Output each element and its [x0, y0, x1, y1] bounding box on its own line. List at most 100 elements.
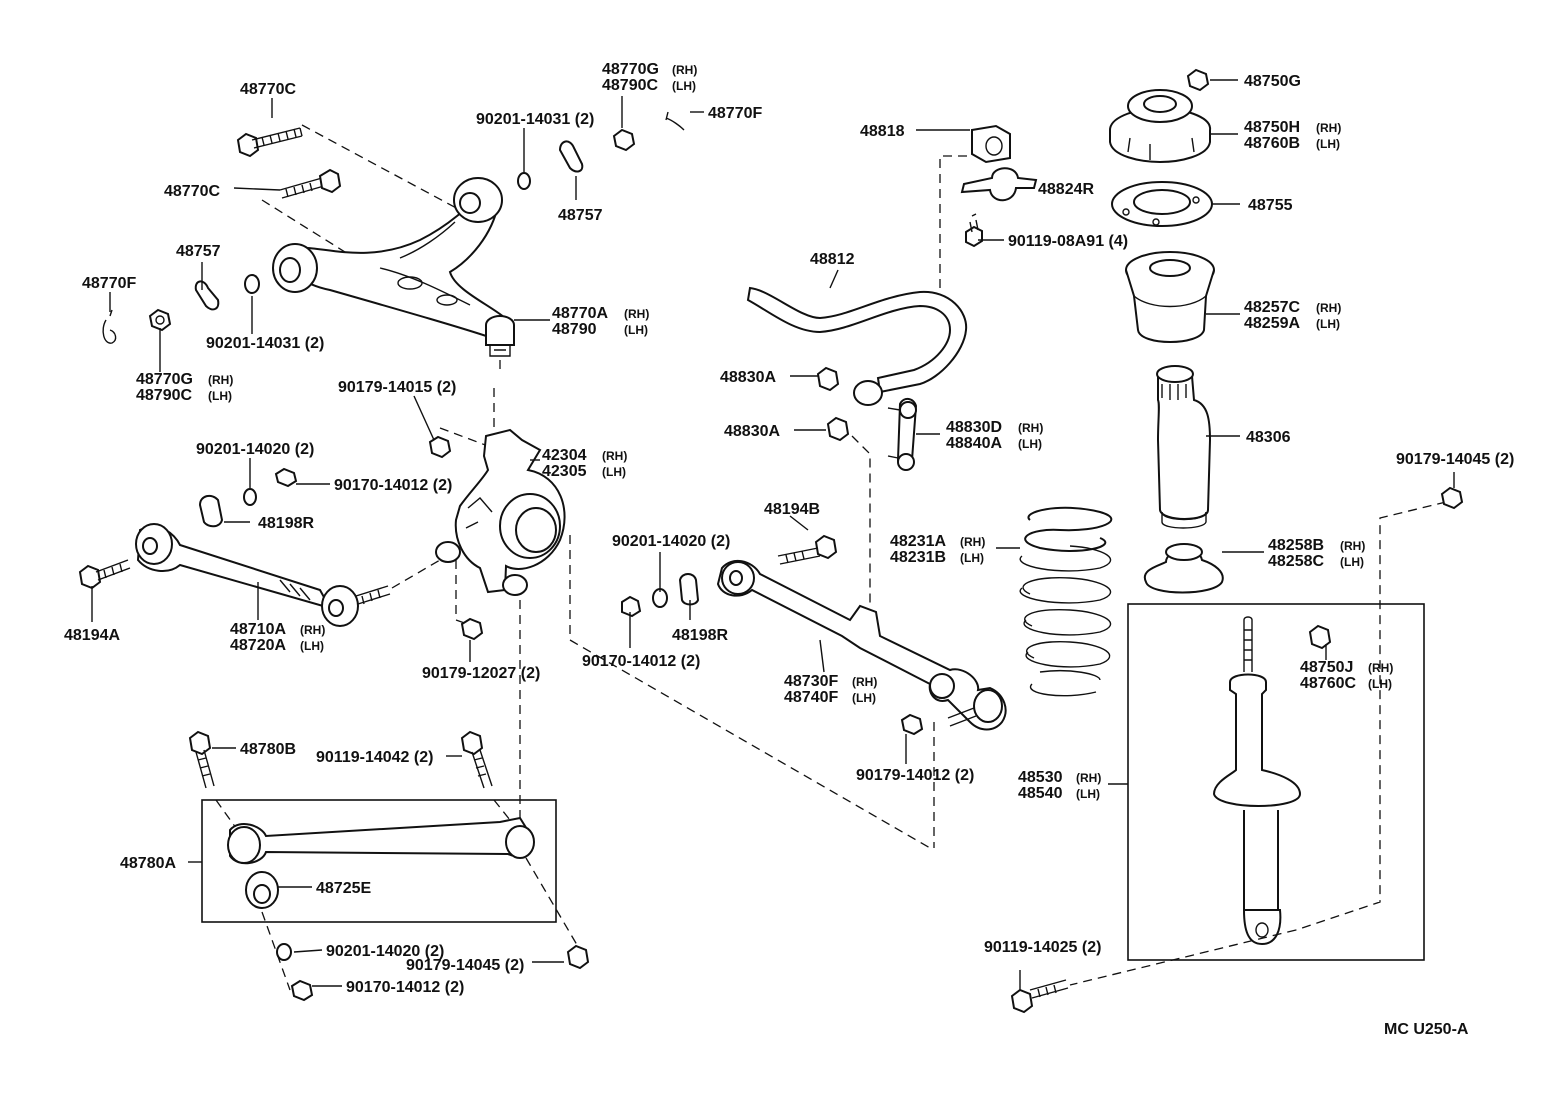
label-48258c-lh: (LH) [1340, 555, 1364, 569]
seat-48258b [1143, 543, 1224, 594]
label-48770g-top[interactable]: 48770G [602, 61, 659, 78]
plate-48755 [1111, 181, 1213, 227]
label-48750h-rh: (RH) [1316, 121, 1341, 135]
label-90119-08a91[interactable]: 90119-08A91 (4) [1008, 233, 1128, 250]
upper-arm-group [102, 111, 685, 372]
label-48790c-left-lh: (LH) [208, 389, 232, 403]
label-48530[interactable]: 48530 [1018, 769, 1063, 786]
label-48770f-left[interactable]: 48770F [82, 275, 136, 292]
label-48790c-left[interactable]: 48790C [136, 387, 192, 404]
nut-90179-14045-right [1440, 486, 1464, 510]
label-48257c[interactable]: 48257C [1244, 299, 1300, 316]
label-48740f[interactable]: 48740F [784, 689, 838, 706]
box-48780a [201, 799, 557, 923]
label-90201-14020-knuckle[interactable]: 90201-14020 (2) [196, 441, 314, 458]
label-48259a[interactable]: 48259A [1244, 315, 1300, 332]
label-48790c-top-lh: (LH) [672, 79, 696, 93]
label-90179-14012-mid[interactable]: 90179-14012 (2) [856, 767, 974, 784]
label-48231a-rh: (RH) [960, 535, 985, 549]
label-48231a[interactable]: 48231A [890, 533, 946, 550]
washer-90201-lower [276, 943, 292, 961]
label-48780a[interactable]: 48780A [120, 855, 176, 872]
label-48710a-rh: (RH) [300, 623, 325, 637]
label-42305[interactable]: 42305 [542, 463, 587, 480]
label-48790[interactable]: 48790 [552, 321, 597, 338]
label-90170-14012-lower[interactable]: 90170-14012 (2) [346, 979, 464, 996]
label-48760c[interactable]: 48760C [1300, 675, 1356, 692]
label-48760b[interactable]: 48760B [1244, 135, 1300, 152]
label-48757-top[interactable]: 48757 [558, 207, 603, 224]
label-48730f[interactable]: 48730F [784, 673, 838, 690]
label-48830a-lower[interactable]: 48830A [724, 423, 780, 440]
label-48257c-rh: (RH) [1316, 301, 1341, 315]
label-90201-14031-top[interactable]: 90201-14031 (2) [476, 111, 594, 128]
label-48198r-mid[interactable]: 48198R [672, 627, 728, 644]
label-48757-left[interactable]: 48757 [176, 243, 221, 260]
plate-48757-top [558, 140, 584, 173]
label-48710a[interactable]: 48710A [230, 621, 286, 638]
label-48812[interactable]: 48812 [810, 251, 855, 268]
label-48790c-top[interactable]: 48790C [602, 77, 658, 94]
label-90170-14012-knuckle[interactable]: 90170-14012 (2) [334, 477, 452, 494]
label-90119-14025[interactable]: 90119-14025 (2) [984, 939, 1101, 956]
label-48540[interactable]: 48540 [1018, 785, 1063, 802]
label-48770f-top[interactable]: 48770F [708, 105, 762, 122]
label-48770c-mid[interactable]: 48770C [164, 183, 220, 200]
label-90179-14045-right[interactable]: 90179-14045 (2) [1396, 451, 1514, 468]
label-90179-14045-lower[interactable]: 90179-14045 (2) [406, 957, 524, 974]
label-48231b-lh: (LH) [960, 551, 984, 565]
label-48818[interactable]: 48818 [860, 123, 905, 140]
bolt-90119-08a91 [965, 225, 983, 248]
label-48840a-lh: (LH) [1018, 437, 1042, 451]
upper-control-arm [272, 177, 515, 357]
label-48750j[interactable]: 48750J [1300, 659, 1353, 676]
label-48530-rh: (RH) [1076, 771, 1101, 785]
label-48194a[interactable]: 48194A [64, 627, 120, 644]
label-48830a-upper[interactable]: 48830A [720, 369, 776, 386]
label-48740f-lh: (LH) [852, 691, 876, 705]
label-48198r-left[interactable]: 48198R [258, 515, 314, 532]
label-48830d[interactable]: 48830D [946, 419, 1002, 436]
label-42304[interactable]: 42304 [542, 447, 587, 464]
stabilizer-bar [746, 286, 968, 394]
washer-90201-14020-knuckle [243, 488, 257, 506]
label-48780b[interactable]: 48780B [240, 741, 296, 758]
label-48306[interactable]: 48306 [1246, 429, 1291, 446]
label-48720a[interactable]: 48720A [230, 637, 286, 654]
lateral-link-48710a [78, 523, 441, 627]
washer-90201-left [244, 274, 260, 294]
label-90201-14020-lower[interactable]: 90201-14020 (2) [326, 943, 444, 960]
label-48258c[interactable]: 48258C [1268, 553, 1324, 570]
label-90201-14020-mid[interactable]: 90201-14020 (2) [612, 533, 730, 550]
label-90179-12027[interactable]: 90179-12027 (2) [422, 665, 540, 682]
label-48790-lh: (LH) [624, 323, 648, 337]
label-90119-14042[interactable]: 90119-14042 (2) [316, 749, 433, 766]
label-48840a[interactable]: 48840A [946, 435, 1002, 452]
label-48824r[interactable]: 48824R [1038, 181, 1094, 198]
label-48750g[interactable]: 48750G [1244, 73, 1301, 90]
coil-spring-48231 [1019, 506, 1113, 697]
label-48770c-top[interactable]: 48770C [240, 81, 296, 98]
label-48231b[interactable]: 48231B [890, 549, 946, 566]
label-48770g-left[interactable]: 48770G [136, 371, 193, 388]
label-48258b[interactable]: 48258B [1268, 537, 1324, 554]
nut-48750g [1186, 68, 1210, 92]
label-48770a[interactable]: 48770A [552, 305, 608, 322]
nut-48770g-left [148, 308, 172, 332]
bolt-90119-14025 [1010, 988, 1034, 1014]
label-90179-14015[interactable]: 90179-14015 (2) [338, 379, 456, 396]
label-90201-14031-left[interactable]: 90201-14031 (2) [206, 335, 324, 352]
label-48725e[interactable]: 48725E [316, 880, 371, 897]
label-48259a-lh: (LH) [1316, 317, 1340, 331]
nut-90170-14012-knuckle [274, 467, 298, 488]
label-42304-rh: (RH) [602, 449, 627, 463]
label-48755[interactable]: 48755 [1248, 197, 1293, 214]
label-48720a-lh: (LH) [300, 639, 324, 653]
label-48770g-left-rh: (RH) [208, 373, 233, 387]
plate-48757-left [194, 280, 220, 311]
label-48750h[interactable]: 48750H [1244, 119, 1300, 136]
box-48530 [1127, 603, 1425, 961]
leader-lines [91, 79, 1455, 990]
label-48194b[interactable]: 48194B [764, 501, 820, 518]
label-90170-14012-mid[interactable]: 90170-14012 (2) [582, 653, 700, 670]
